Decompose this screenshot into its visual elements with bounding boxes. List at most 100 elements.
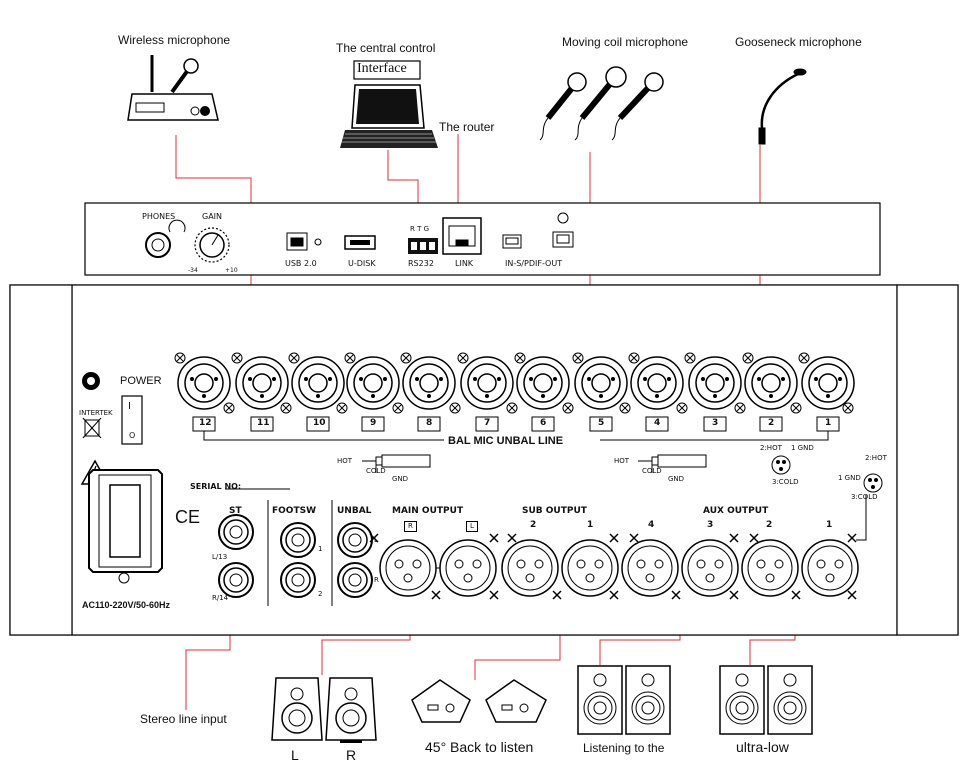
ac-voltage-label: AC110-220V/50-60Hz <box>82 600 171 610</box>
moving-coil-mic-icon <box>539 66 664 141</box>
gain-max-label: +10 <box>225 267 238 274</box>
rtg-label: R T G <box>410 225 430 233</box>
xlr-female-gnd: 1 GND <box>791 444 814 452</box>
wireless-mic-label: Wireless microphone <box>118 33 231 47</box>
gain-label: GAIN <box>202 212 223 221</box>
moving-coil-mic-label: Moving coil microphone <box>562 35 689 49</box>
serial-no-label: SERIAL NO: <box>190 482 242 491</box>
speaker-r-icon <box>325 677 377 743</box>
power-switch <box>121 395 143 445</box>
unbal-l-label: L <box>374 536 378 544</box>
st-title: ST <box>229 506 242 516</box>
ch-2: 2 <box>768 418 775 428</box>
footsw-title: FOOTSW <box>272 506 316 516</box>
link-port-icon <box>442 217 482 255</box>
ch-4: 4 <box>654 418 661 428</box>
ultra-low-speaker-1-icon <box>719 665 765 735</box>
rs232-label: RS232 <box>408 259 434 268</box>
aux-output-3: 3 <box>707 520 714 530</box>
gain-min-label: -34 <box>188 267 198 274</box>
xlr-pinout-female <box>771 455 791 475</box>
xlr-male-cold: 3:COLD <box>851 493 878 501</box>
power-on-label: I <box>128 401 131 412</box>
ch-8: 8 <box>426 418 433 428</box>
main-output-r: R <box>404 521 417 532</box>
jack2-hot: HOT <box>614 457 630 465</box>
st-r-label: R/14 <box>212 594 229 602</box>
ch-11: 11 <box>257 418 270 428</box>
phones-jack <box>145 219 186 258</box>
ch-5: 5 <box>598 418 605 428</box>
sub-output-2: 2 <box>530 520 537 530</box>
xlr-male-gnd: 1 GND <box>838 474 861 482</box>
jack1-cold: COLD <box>366 467 386 475</box>
stereo-line-input-label: Stereo line input <box>140 712 227 726</box>
sub-output-1: 1 <box>587 520 594 530</box>
listening-label: Listening to the <box>583 741 665 755</box>
speaker-l-icon <box>271 677 323 741</box>
recycle-bin-icon <box>82 417 102 439</box>
jack2-cold: COLD <box>642 467 662 475</box>
ch-10: 10 <box>313 418 326 428</box>
floor-monitor-1-icon <box>411 679 471 723</box>
ch-6: 6 <box>540 418 547 428</box>
ac-socket-icon <box>88 469 163 584</box>
gooseneck-mic-label: Gooseneck microphone <box>735 35 862 49</box>
jack-plug-diagram-2 <box>638 454 707 473</box>
interface-label: Interface <box>357 61 407 76</box>
xlr-female-cold: 3:COLD <box>772 478 799 486</box>
spdif-label: IN-S/PDIF-OUT <box>505 259 563 268</box>
speaker-l-label: L <box>291 747 299 763</box>
jack1-gnd: GND <box>392 475 409 483</box>
main-output-title: MAIN OUTPUT <box>392 506 464 516</box>
main-output-l: L <box>466 521 478 532</box>
link-label: LINK <box>455 259 474 268</box>
laptop-icon <box>340 84 438 148</box>
footsw-1-label: 1 <box>318 545 323 553</box>
wireless-receiver-icon <box>127 55 219 121</box>
router-label: The router <box>439 120 495 134</box>
ch-7: 7 <box>484 418 491 428</box>
unbal-title: UNBAL <box>337 506 372 516</box>
sub-output-title: SUB OUTPUT <box>522 506 587 516</box>
xlr-pinout-male <box>863 473 883 493</box>
bracket-line <box>203 431 829 441</box>
unbal-r-label: R <box>374 576 379 584</box>
jack2-gnd: GND <box>668 475 685 483</box>
power-off-label: O <box>129 431 136 440</box>
udisk-label: U-DISK <box>348 259 376 268</box>
ultra-low-speaker-2-icon <box>767 665 813 735</box>
intertek-label: INTERTEK <box>79 409 113 417</box>
ch-9: 9 <box>370 418 377 428</box>
usb-port-icon <box>286 232 322 251</box>
power-logo-icon <box>82 372 100 390</box>
listening-speaker-1-icon <box>577 665 623 735</box>
usb-label: USB 2.0 <box>285 259 317 268</box>
aux-output-4: 4 <box>648 520 655 530</box>
gain-knob <box>194 227 230 263</box>
xlr-male-hot: 2:HOT <box>865 454 887 462</box>
rs232-terminal-icon <box>408 238 438 254</box>
floor-monitor-2-icon <box>485 679 547 723</box>
aux-output-title: AUX OUTPUT <box>703 506 769 516</box>
channel-number-boxes <box>192 416 840 432</box>
ultra-low-label: ultra-low <box>736 739 789 755</box>
phones-label: PHONES <box>142 212 176 221</box>
spdif-port-icon <box>502 212 574 249</box>
interface-box <box>353 60 421 80</box>
aux-output-1: 1 <box>826 520 833 530</box>
speaker-r-label: R <box>346 747 357 763</box>
ch-3: 3 <box>712 418 719 428</box>
ch-1: 1 <box>825 418 832 428</box>
footsw-2-label: 2 <box>318 590 323 598</box>
central-control-label: The central control <box>336 41 436 55</box>
st-l-label: L/13 <box>212 553 228 561</box>
ce-mark: CE <box>175 507 201 527</box>
gooseneck-mic-icon <box>758 68 807 145</box>
jack-plug-diagram-1 <box>362 454 431 473</box>
jack1-hot: HOT <box>337 457 353 465</box>
ch-12: 12 <box>199 418 212 428</box>
back-to-listen-label: 45° Back to listen <box>425 739 534 755</box>
xlr-female-hot: 2:HOT <box>760 444 782 452</box>
